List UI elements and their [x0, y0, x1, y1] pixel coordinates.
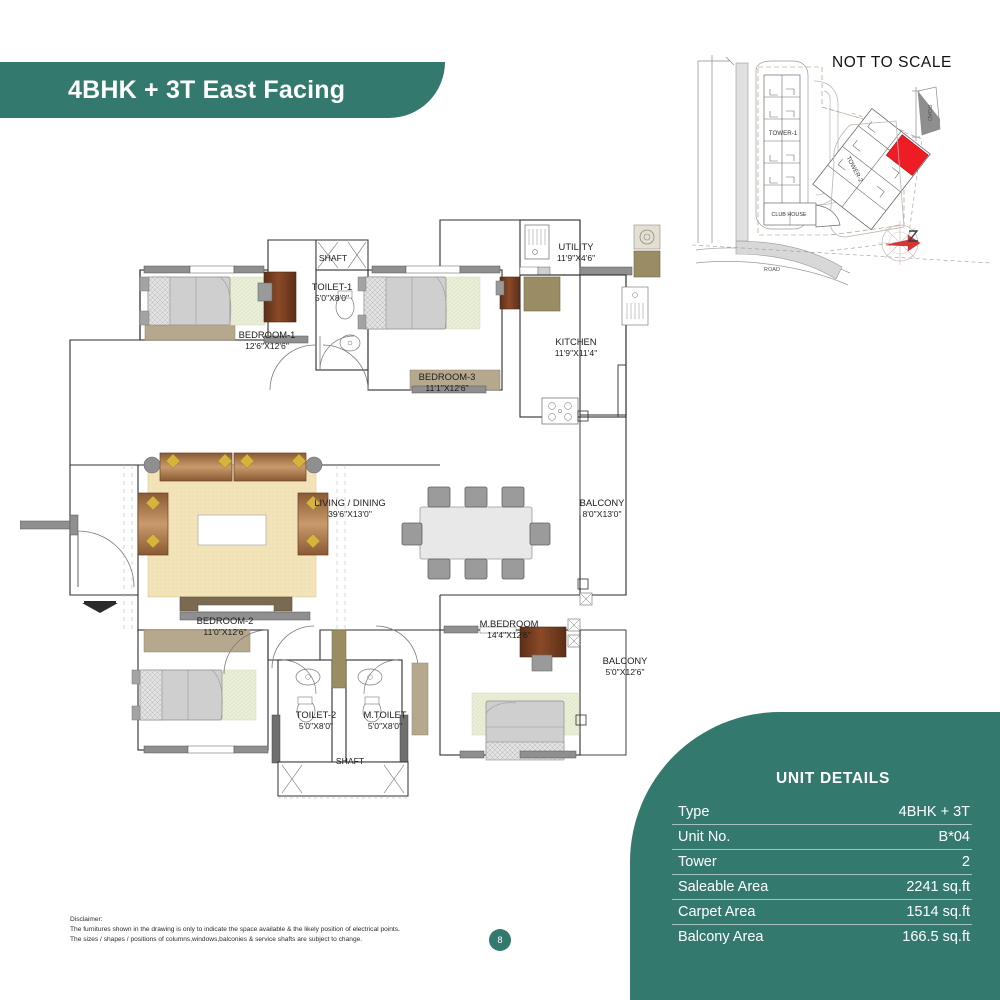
- unit-details-row: Saleable Area 2241 sq.ft: [672, 875, 972, 900]
- room-label-shaft-bottom: SHAFT: [336, 756, 365, 766]
- room-label-bedroom-3: BEDROOM-311'1"X12'6": [419, 371, 476, 393]
- room-name: TOILET-1: [312, 281, 352, 292]
- unit-details-row: Tower 2: [672, 850, 972, 875]
- room-name: BALCONY: [580, 497, 626, 508]
- room-name: BEDROOM-3: [419, 371, 476, 382]
- unit-details-row: Balcony Area 166.5 sq.ft: [672, 925, 972, 949]
- room-dimensions: 8'0"X13'0": [582, 509, 621, 519]
- unit-details-value: 166.5 sq.ft: [902, 929, 970, 945]
- room-label-bedroom-1: BEDROOM-112'6"X12'6": [239, 329, 296, 351]
- room-name: LIVING / DINING: [314, 497, 385, 508]
- unit-details-label: Tower: [678, 854, 717, 870]
- room-name: SHAFT: [336, 756, 365, 766]
- room-label-toilet-1: TOILET-15'0"X8'0": [312, 281, 352, 303]
- room-dimensions: 39'6"X13'0": [328, 509, 372, 519]
- key-plan-road-right-label: ROAD: [926, 105, 932, 121]
- disclaimer: Disclaimer: The furnitures shown in the …: [70, 915, 510, 946]
- page-number-badge: 8: [489, 929, 511, 951]
- room-dimensions: 5'0"X12'6": [605, 667, 644, 677]
- unit-details-row: Carpet Area 1514 sq.ft: [672, 900, 972, 925]
- unit-details-label: Balcony Area: [678, 929, 764, 945]
- room-name: UTILITY: [559, 241, 595, 252]
- unit-details-value: 2: [961, 854, 970, 870]
- room-dimensions: 11'9"X4'6": [557, 253, 595, 263]
- unit-details-value: 2241 sq.ft: [906, 879, 970, 895]
- room-name: M.BEDROOM: [480, 618, 539, 629]
- room-name: KITCHEN: [555, 336, 596, 347]
- room-dimensions: 5'0"X8'0": [368, 721, 402, 731]
- unit-details-label: Saleable Area: [678, 879, 769, 895]
- room-dimensions: 14'4"X12'6": [487, 630, 531, 640]
- key-plan-clubhouse-label: CLUB HOUSE: [771, 212, 806, 218]
- room-name: BEDROOM-2: [197, 615, 254, 626]
- not-to-scale-label: NOT TO SCALE: [831, 54, 952, 71]
- unit-details-label: Unit No.: [678, 829, 731, 845]
- page-title: 4BHK + 3T East Facing: [68, 75, 346, 104]
- room-name: SHAFT: [319, 253, 348, 263]
- room-dimensions: 11'0"X12'6": [203, 627, 246, 637]
- room-name: BALCONY: [603, 655, 649, 666]
- disclaimer-line-1: The furnitures shown in the drawing is o…: [70, 926, 400, 934]
- disclaimer-title: Disclaimer:: [70, 916, 103, 923]
- disclaimer-line-2: The sizes / shapes / positions of column…: [70, 936, 363, 944]
- room-name: BEDROOM-1: [239, 329, 296, 340]
- floor-plan-svg: BEDROOM-112'6"X12'6"TOILET-15'0"X8'0"SHA…: [19, 219, 661, 799]
- key-plan-map: TOWER-1 TOWER-2: [690, 45, 991, 290]
- room-dimensions: 11'9"X11'4": [555, 348, 598, 358]
- unit-details-label: Type: [678, 804, 710, 820]
- room-dimensions: 5'0"X8'0": [315, 293, 349, 303]
- room-name: M.TOILET: [363, 709, 406, 720]
- room-label-shaft-top: SHAFT: [319, 253, 348, 263]
- unit-details-label: Carpet Area: [678, 904, 756, 920]
- room-dimensions: 11'1"X12'6": [425, 383, 468, 393]
- compass-rose: [878, 221, 922, 265]
- unit-details-value: 4BHK + 3T: [898, 804, 970, 820]
- header-banner: 4BHK + 3T East Facing: [0, 62, 445, 118]
- room-dimensions: 5'0"X8'0": [299, 721, 333, 731]
- room-label-bedroom-2: BEDROOM-211'0"X12'6": [197, 615, 254, 637]
- key-plan-road-bottom-label: ROAD: [764, 267, 780, 273]
- unit-details-row: Type 4BHK + 3T: [672, 800, 972, 825]
- unit-details-title: UNIT DETAILS: [775, 770, 891, 787]
- unit-details-value: 1514 sq.ft: [906, 904, 970, 920]
- room-dimensions: 12'6"X12'6": [245, 341, 289, 351]
- room-label-group: BEDROOM-112'6"X12'6"TOILET-15'0"X8'0"SHA…: [197, 241, 649, 766]
- key-plan-svg: TOWER-1 TOWER-2: [691, 55, 991, 286]
- key-plan-tower1-label: TOWER-1: [769, 130, 798, 137]
- room-label-toilet-2: TOILET-25'0"X8'0": [296, 709, 336, 731]
- room-name: TOILET-2: [296, 709, 336, 720]
- unit-details-row: Unit No. B*04: [672, 825, 972, 850]
- unit-details-value: B*04: [938, 829, 970, 845]
